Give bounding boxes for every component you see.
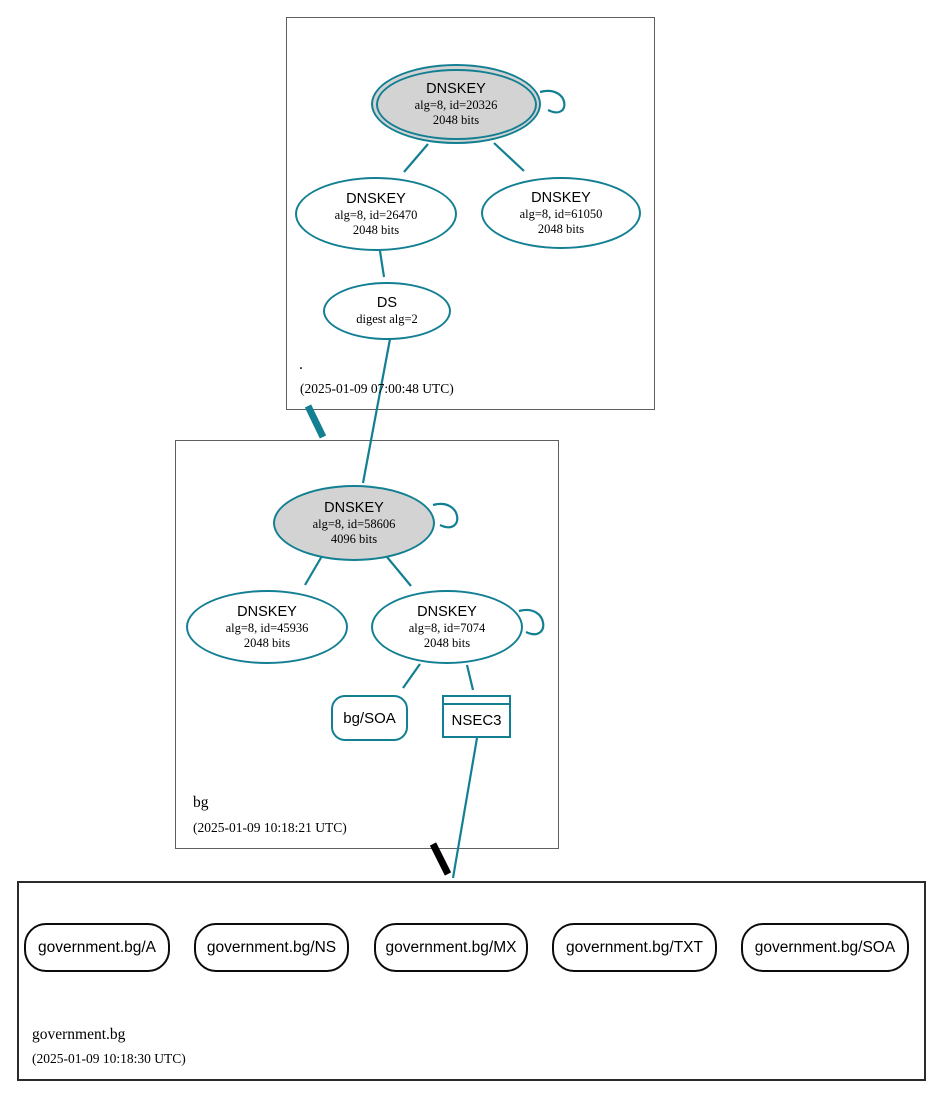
rrset-label: government.bg/SOA [754,938,896,956]
rrset-label: government.bg/TXT [566,938,703,956]
edge-root-to-bg-delegation [304,404,327,439]
dnskey-61050-node[interactable]: DNSKEY alg=8, id=61050 2048 bits [481,177,641,249]
zone-label-government-bg: government.bg [32,1026,126,1043]
nsec3-header-band [444,697,509,705]
ds-node[interactable]: DS digest alg=2 [323,282,451,340]
bg-soa-node[interactable]: bg/SOA [331,695,408,741]
zone-label-root: . [299,356,303,373]
nsec3-label: NSEC3 [451,712,502,729]
zone-timestamp-government-bg: (2025-01-09 10:18:30 UTC) [32,1051,186,1066]
dnskey-7074-bits: 2048 bits [423,635,471,650]
ds-detail: digest alg=2 [356,312,418,327]
dnskey-45936-node[interactable]: DNSKEY alg=8, id=45936 2048 bits [186,590,348,664]
rrset-government-bg-ns[interactable]: government.bg/NS [194,923,349,972]
zone-box-root [286,17,655,410]
rrset-label: government.bg/NS [206,938,337,956]
rrset-label: government.bg/A [37,938,157,956]
rrset-government-bg-a[interactable]: government.bg/A [24,923,170,972]
bg-soa-label: bg/SOA [343,709,396,727]
rrset-label: government.bg/MX [385,938,517,956]
zone-box-government-bg [17,881,926,1081]
dnskey-7074-title: DNSKEY [417,604,477,620]
dnskey-45936-bits: 2048 bits [243,635,291,650]
dnskey-58606-bits: 4096 bits [330,531,378,546]
dnskey-20326-detail: alg=8, id=20326 [414,98,498,112]
dnskey-7074-detail: alg=8, id=7074 [408,621,486,635]
dnskey-26470-detail: alg=8, id=26470 [334,208,418,222]
dnskey-58606-title: DNSKEY [324,500,384,516]
dnskey-26470-node[interactable]: DNSKEY alg=8, id=26470 2048 bits [295,177,457,251]
dnskey-20326-title: DNSKEY [426,81,486,97]
dnskey-20326-node[interactable]: DNSKEY alg=8, id=20326 2048 bits [371,64,541,144]
dnskey-61050-bits: 2048 bits [537,221,585,236]
rrset-government-bg-txt[interactable]: government.bg/TXT [552,923,717,972]
dnskey-61050-detail: alg=8, id=61050 [519,207,603,221]
rrset-government-bg-soa[interactable]: government.bg/SOA [741,923,909,972]
zone-timestamp-bg: (2025-01-09 10:18:21 UTC) [193,820,347,835]
dnskey-20326-bits: 2048 bits [432,112,480,127]
nsec3-node[interactable]: NSEC3 [442,695,511,738]
dnskey-45936-detail: alg=8, id=45936 [225,621,309,635]
zone-timestamp-root: (2025-01-09 07:00:48 UTC) [300,381,454,396]
ds-title: DS [376,295,398,312]
dnskey-61050-title: DNSKEY [531,190,591,206]
rrset-government-bg-mx[interactable]: government.bg/MX [374,923,528,972]
dnskey-58606-detail: alg=8, id=58606 [312,517,396,531]
zone-label-bg: bg [193,794,209,811]
dnskey-58606-node[interactable]: DNSKEY alg=8, id=58606 4096 bits [273,485,435,561]
dnskey-7074-node[interactable]: DNSKEY alg=8, id=7074 2048 bits [371,590,523,664]
dnskey-45936-title: DNSKEY [237,604,297,620]
dnskey-26470-bits: 2048 bits [352,222,400,237]
dnskey-26470-title: DNSKEY [346,191,406,207]
